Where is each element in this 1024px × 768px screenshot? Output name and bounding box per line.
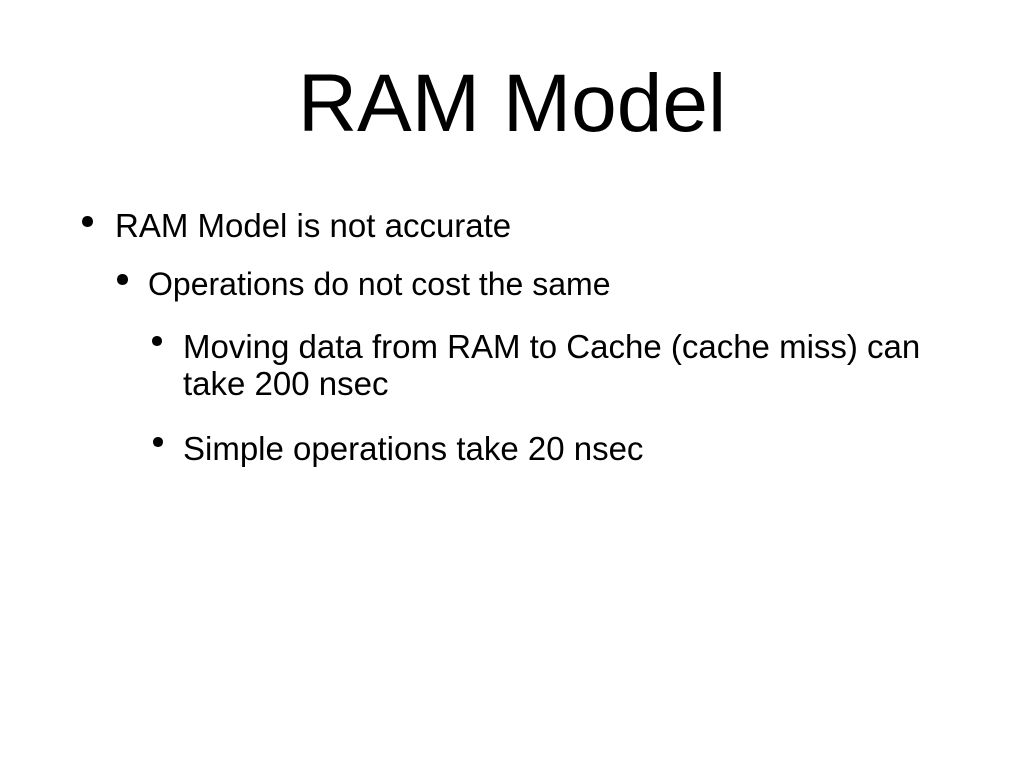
bullet-text: Moving data from RAM to Cache (cache mis… [183, 328, 920, 403]
bullet-line: Operations do not cost the same [148, 266, 611, 302]
bullet-line: take 200 nsec [183, 365, 389, 403]
bullet-marker [152, 336, 162, 346]
bullet-line: RAM Model is not accurate [115, 207, 512, 244]
bullet-text: RAM Model is not accurate [115, 207, 511, 244]
slide-title: RAM Model [297, 58, 727, 149]
bullet-text: Simple operations take 20 nsec [183, 430, 643, 467]
bullet-marker [117, 274, 128, 285]
bullet-text: Operations do not cost the same [148, 266, 610, 303]
bullet-marker [82, 216, 93, 227]
bullet-marker [153, 437, 163, 447]
bullet-line: Moving data from RAM to Cache (cache mis… [183, 328, 921, 365]
bullet-line: Simple operations take 20 nsec [183, 430, 644, 467]
